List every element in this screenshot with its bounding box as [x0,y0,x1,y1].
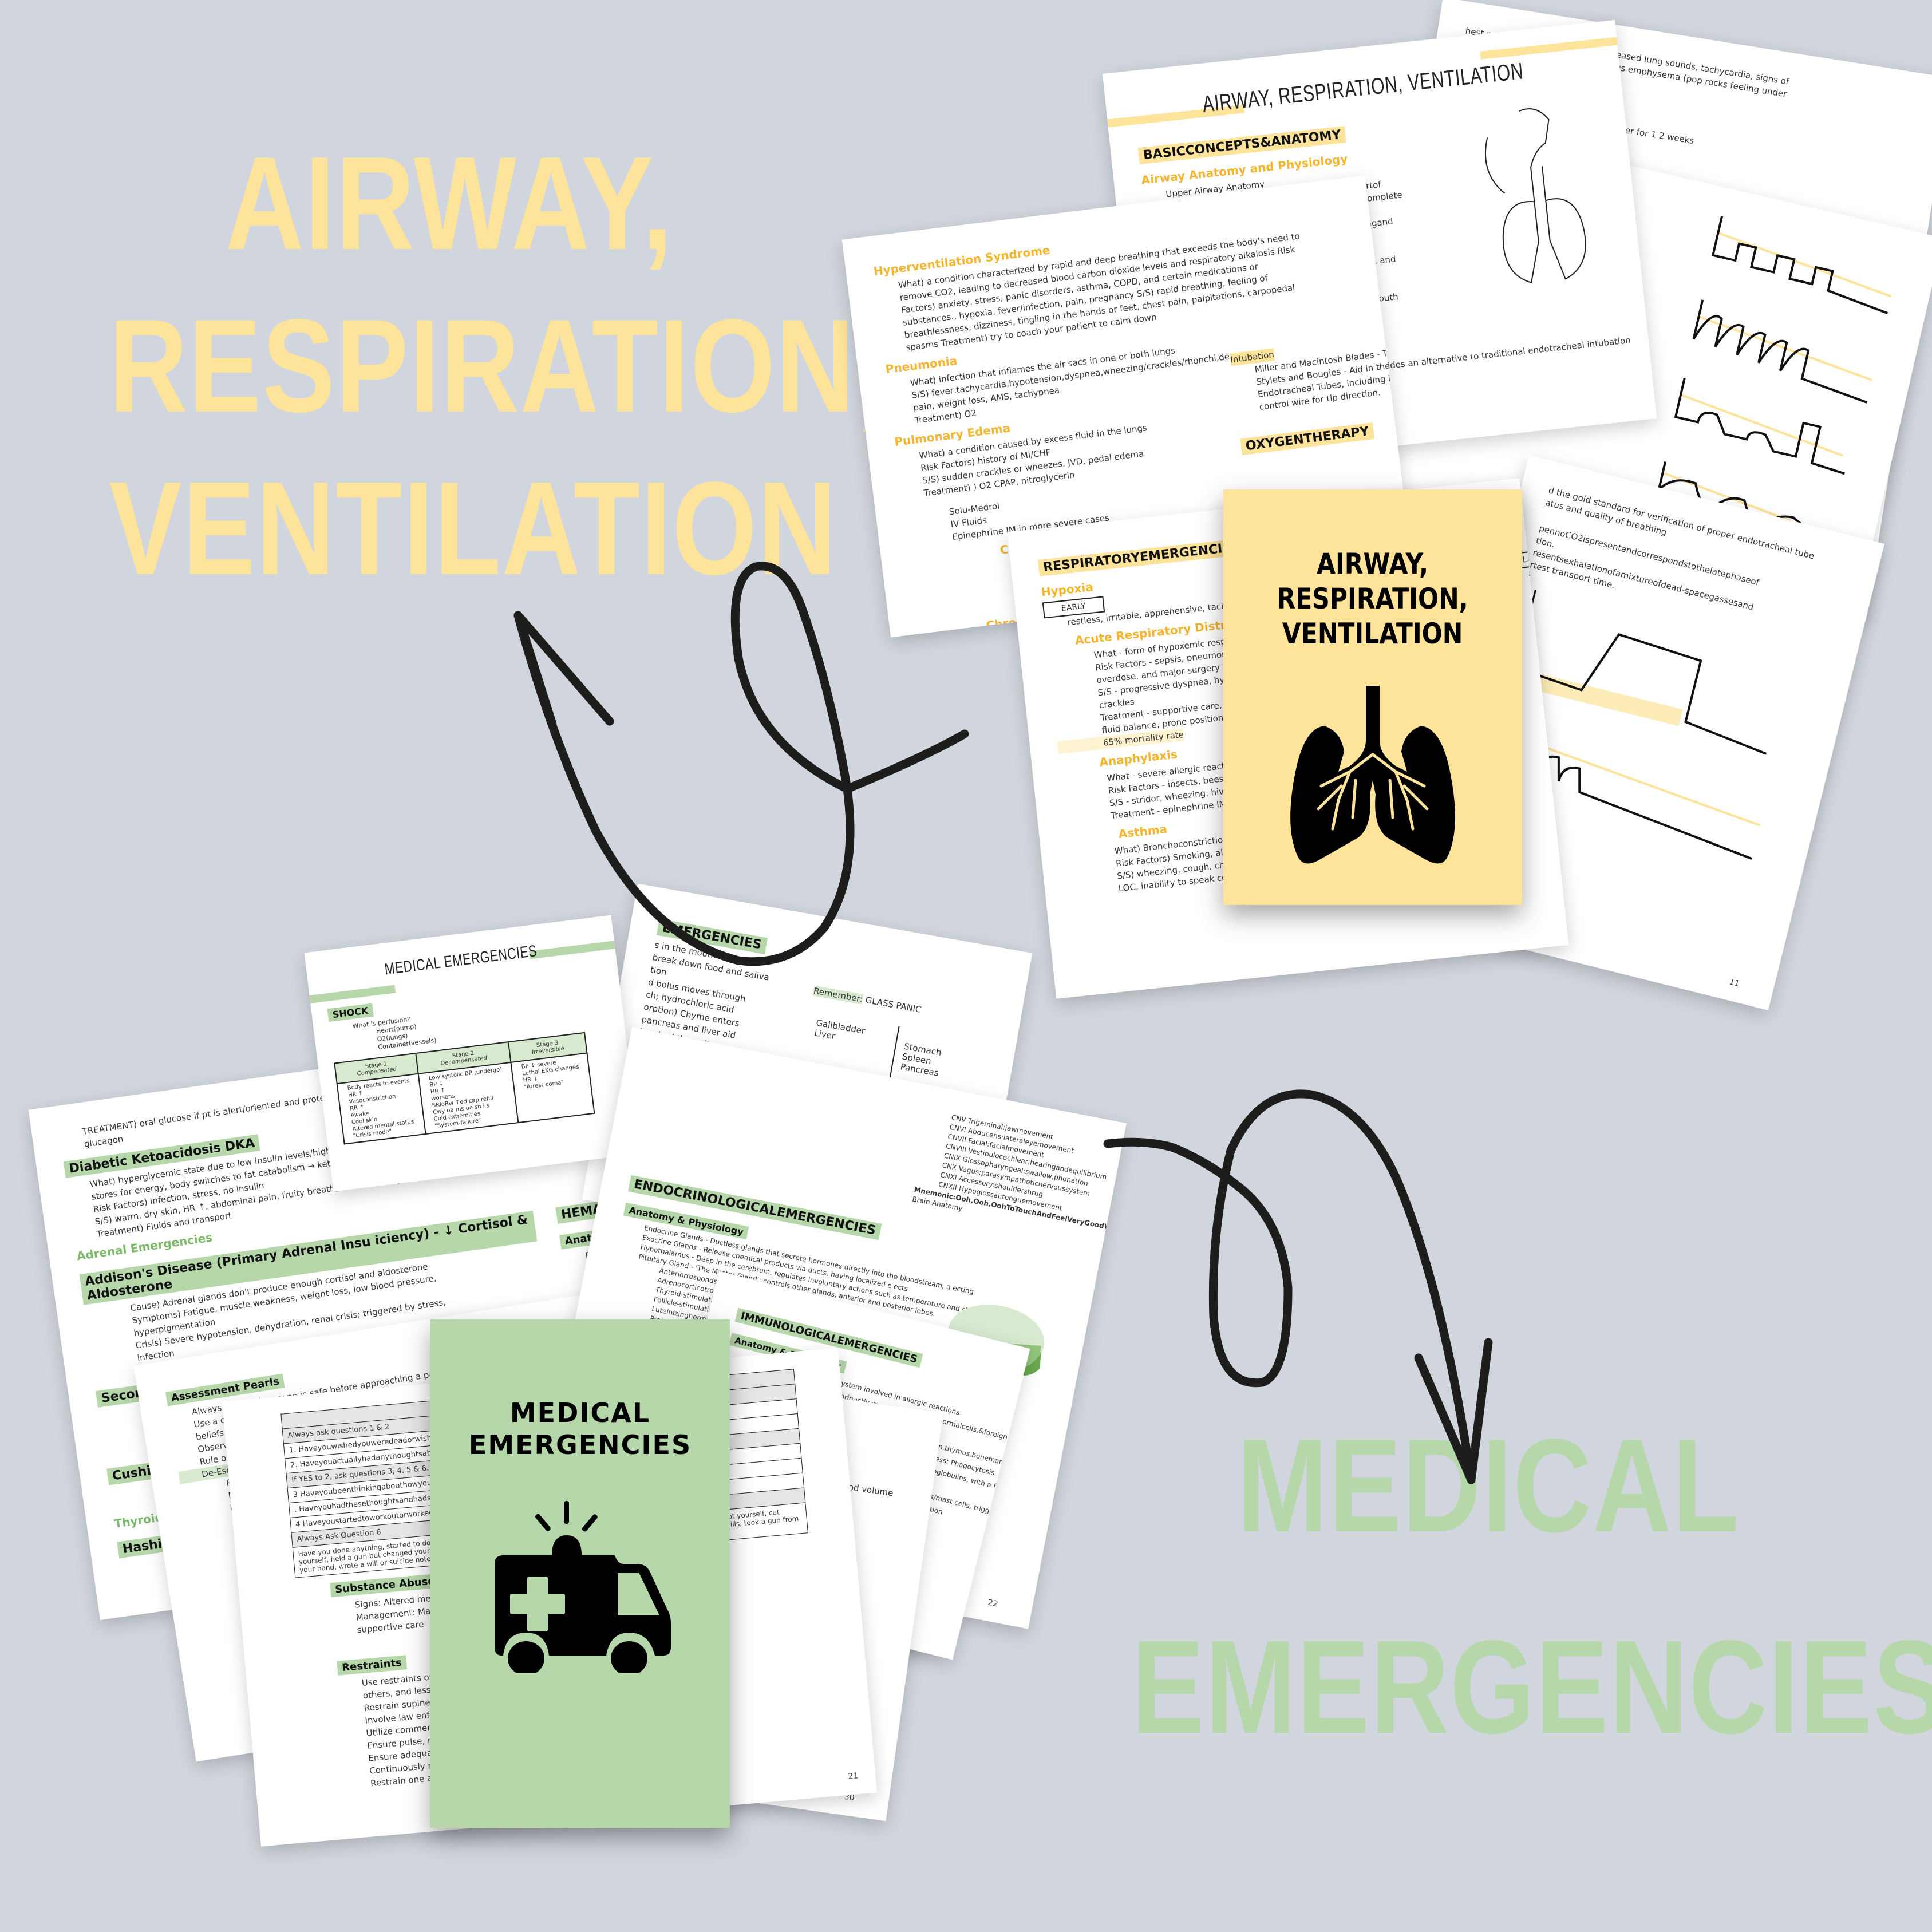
airway-page-anatomy: AIRWAY, RESPIRATION, VENTILATION BASICCO… [1102,19,1657,473]
title-line: MEDICAL [1236,1412,1740,1560]
medical-big-title: MEDICAL EMERGENCIES [1131,1412,1932,1823]
title-line: AIRWAY, [225,129,674,278]
cover-title-line: RESPIRATION, [1277,582,1469,615]
cover-title-line: AIRWAY, [1317,547,1429,580]
cover-title: AIRWAY, RESPIRATION, VENTILATION [1277,547,1468,651]
cover-title: MEDICAL EMERGENCIES [469,1397,692,1461]
title-line: EMERGENCIES [1131,1613,1932,1761]
curly-arrow-up-left-icon [513,562,969,966]
title-line: VENTILATION [109,455,837,603]
airway-anatomy-diagram-icon [1485,108,1586,283]
cover-title-line: EMERGENCIES [468,1429,692,1461]
title-line: RESPIRATION, [109,292,887,440]
cover-title-line: VENTILATION [1282,617,1463,650]
lungs-icon [1290,686,1455,864]
ambulance-icon [494,1501,671,1673]
cover-title-line: MEDICAL [509,1397,651,1428]
airway-cover: AIRWAY, RESPIRATION, VENTILATION [1223,489,1522,905]
medical-cover: MEDICAL EMERGENCIES [430,1319,730,1828]
curly-arrow-down-right-icon [1103,1089,1493,1484]
airway-big-title: AIRWAY, RESPIRATION, VENTILATION [109,129,887,625]
